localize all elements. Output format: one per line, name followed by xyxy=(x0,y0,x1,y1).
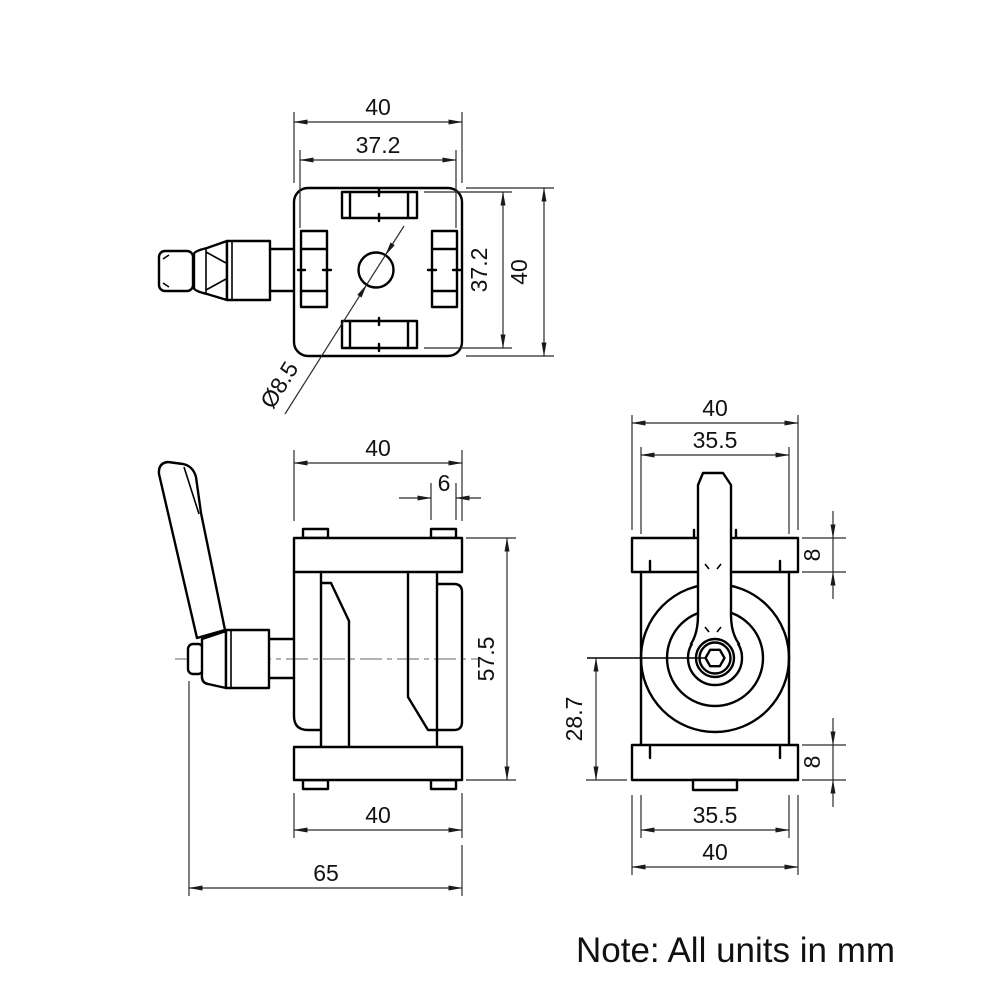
dim-side-view-width-bottom-inner: 35.5 xyxy=(640,795,790,838)
dim-side-view-flange-bottom: 8 xyxy=(799,718,846,807)
bottom-tab-left xyxy=(301,778,330,791)
body-right-panel xyxy=(436,582,464,732)
clamp-block xyxy=(224,628,271,690)
slot-bottom-inner-lines xyxy=(348,319,410,350)
lever-end-cap xyxy=(186,642,205,676)
lever-foot xyxy=(200,629,228,690)
extension-lines xyxy=(802,537,846,573)
dim-front-view-height: 57.5 xyxy=(466,537,516,781)
dim-label: 6 xyxy=(438,470,451,496)
front-view-geometry xyxy=(157,460,478,791)
dim-label: 37.2 xyxy=(466,248,492,293)
dim-front-view-overall-length: 65 xyxy=(188,681,463,896)
dim-side-view-width-bottom-outer: 40 xyxy=(631,795,799,875)
flange-slot-ticks xyxy=(692,528,738,540)
bottom-flange xyxy=(630,743,800,782)
dim-label: 8 xyxy=(799,756,825,769)
dim-label: 8 xyxy=(799,549,825,562)
dim-label: 37.2 xyxy=(356,132,401,158)
grip-ticks xyxy=(162,254,170,288)
extension-lines xyxy=(631,415,799,530)
dim-label: 28.7 xyxy=(561,697,587,742)
dim-top-view-width-inner: 37.2 xyxy=(299,132,457,228)
top-flange xyxy=(292,536,464,574)
dim-side-view-width-top-inner: 35.5 xyxy=(640,427,790,534)
bottom-flange xyxy=(292,745,464,782)
lever-head-line xyxy=(183,466,200,515)
side-view: 40 35.5 8 28.7 8 xyxy=(561,395,846,875)
leader-upper xyxy=(384,225,405,256)
dim-top-view-height-outer: 40 xyxy=(466,187,554,357)
center-hole xyxy=(357,251,395,289)
cone-detail-lines xyxy=(205,248,227,294)
body-plate-top xyxy=(292,186,464,358)
dim-side-view-center-height: 28.7 xyxy=(561,657,627,781)
extension-lines xyxy=(802,744,846,781)
lever-shaft-top xyxy=(268,247,299,293)
lever-handle-fill xyxy=(691,473,739,644)
side-view-geometry xyxy=(587,471,800,792)
dim-top-view-width-outer: 40 xyxy=(293,94,463,183)
top-view: 40 37.2 37.2 40 Ø8.5 xyxy=(157,94,554,415)
extension-lines xyxy=(299,150,457,228)
bottom-tab xyxy=(691,778,739,792)
dim-side-view-width-top-outer: 40 xyxy=(631,395,799,530)
extension-lines xyxy=(466,187,554,357)
dim-label: 35.5 xyxy=(693,427,738,453)
slot-left-inner-lines xyxy=(299,247,329,293)
lever-cone-top xyxy=(192,239,229,302)
top-tab-right xyxy=(429,527,458,540)
dim-label: 40 xyxy=(365,94,391,120)
extension-lines xyxy=(640,447,790,534)
dim-front-view-width-top: 40 xyxy=(293,435,463,521)
extension-lines xyxy=(424,191,512,349)
body-left-edge xyxy=(292,570,323,732)
dim-front-view-tab-width: 6 xyxy=(399,470,481,520)
dim-side-view-flange-top: 8 xyxy=(799,511,846,599)
dim-label: 40 xyxy=(506,259,532,285)
extension-lines xyxy=(631,795,799,875)
dim-front-view-width-bottom: 40 xyxy=(293,793,463,838)
bottom-flange-ticks xyxy=(648,745,782,760)
dim-label: 40 xyxy=(365,802,391,828)
dim-label: 57.5 xyxy=(473,637,499,682)
body-chamfer-left xyxy=(320,581,351,749)
units-note: Note: All units in mm xyxy=(576,931,895,970)
slot-right-inner-lines xyxy=(430,247,459,293)
dim-label: 40 xyxy=(702,839,728,865)
bottom-tab-right xyxy=(429,778,458,791)
dim-label: 35.5 xyxy=(693,802,738,828)
slot-top-inner-lines xyxy=(348,190,410,220)
top-tab-left xyxy=(301,527,330,540)
dim-label: 40 xyxy=(365,435,391,461)
top-view-geometry xyxy=(157,186,464,358)
lever-arm xyxy=(157,460,227,640)
lever-shaft xyxy=(267,637,296,680)
dim-label: 40 xyxy=(702,395,728,421)
leader-through-segment xyxy=(366,254,386,286)
lever-break-marks xyxy=(704,563,722,633)
front-view: 40 6 57.5 40 65 xyxy=(157,435,516,896)
hex-socket xyxy=(704,648,726,668)
dim-label: 65 xyxy=(313,860,339,886)
extension-lines xyxy=(430,483,457,520)
lever-handle-outline xyxy=(689,471,741,646)
body-chamfer-right xyxy=(406,570,439,732)
dim-top-view-height-inner: 37.2 xyxy=(424,191,512,349)
top-flange-ticks xyxy=(648,559,782,574)
lever-collar-top xyxy=(225,239,272,302)
leader-lower xyxy=(284,284,368,415)
lever-grip-top xyxy=(157,249,195,293)
